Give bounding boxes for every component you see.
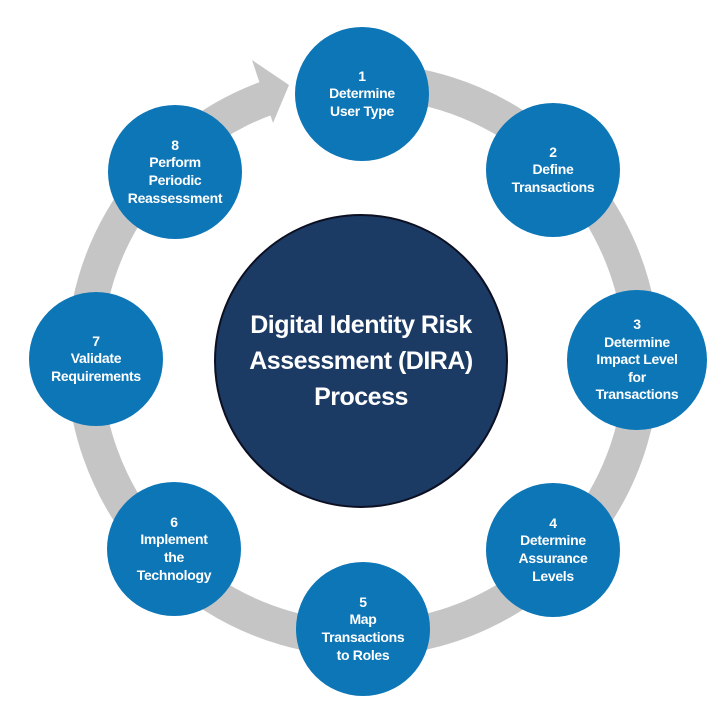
step-number: 4 (549, 514, 557, 531)
step-label: Map Transactions to Roles (321, 611, 405, 663)
step-number: 2 (549, 143, 557, 160)
clockwise-arrow-head-icon (252, 60, 289, 123)
step-circle-6: 6 Implement the Technology (107, 482, 241, 616)
step-label: Validate Requirements (51, 350, 141, 384)
step-label: Determine Assurance Levels (518, 532, 588, 584)
step-number: 3 (633, 315, 641, 332)
step-label: Determine Impact Level for Transactions (595, 333, 679, 403)
step-circle-7: 7 Validate Requirements (29, 292, 163, 426)
step-circle-2: 2 Define Transactions (486, 103, 620, 237)
step-circle-8: 8 Perform Periodic Reassessment (108, 105, 242, 239)
step-label: Perform Periodic Reassessment (127, 154, 223, 206)
diagram-title: Digital Identity Risk Assessment (DIRA) … (249, 310, 473, 412)
step-number: 5 (359, 593, 367, 610)
step-circle-1: 1 Determine User Type (295, 27, 429, 161)
step-label: Determine User Type (329, 85, 395, 119)
step-circle-4: 4 Determine Assurance Levels (486, 483, 620, 617)
step-number: 6 (170, 513, 178, 530)
step-number: 8 (171, 136, 179, 153)
step-circle-3: 3 Determine Impact Level for Transaction… (567, 290, 707, 430)
step-number: 7 (92, 332, 100, 349)
step-label: Implement the Technology (136, 531, 212, 583)
step-number: 1 (358, 67, 366, 84)
step-label: Define Transactions (511, 161, 595, 195)
step-circle-5: 5 Map Transactions to Roles (296, 562, 430, 696)
center-circle: Digital Identity Risk Assessment (DIRA) … (214, 214, 508, 508)
